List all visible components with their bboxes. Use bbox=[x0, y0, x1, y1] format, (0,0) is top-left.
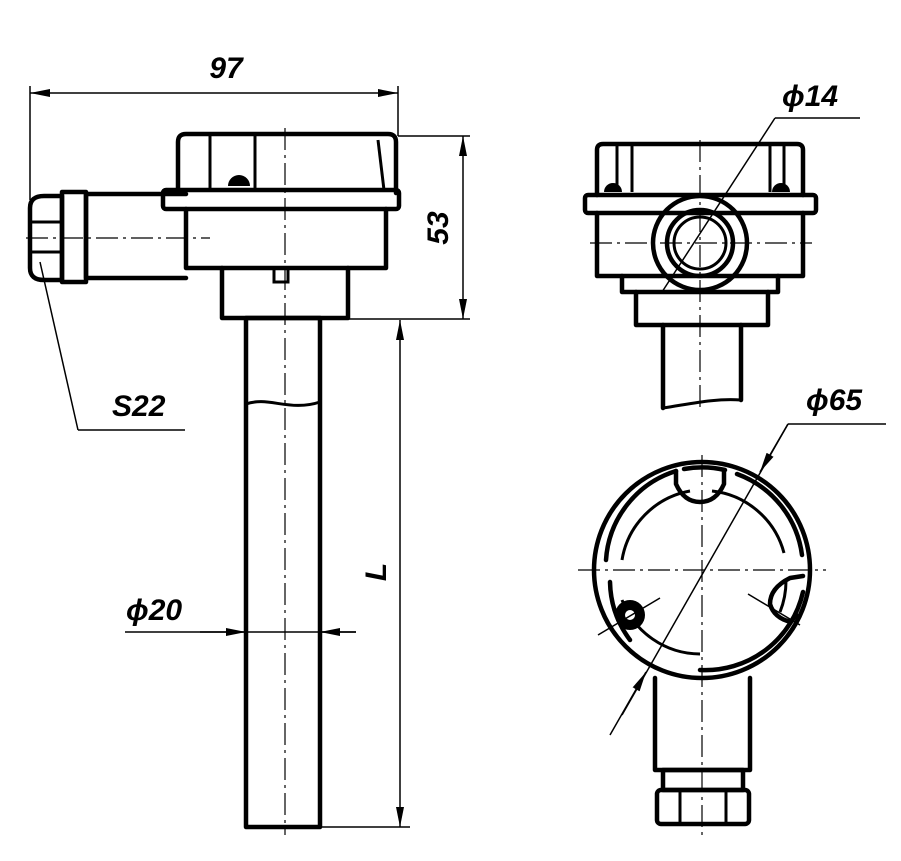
head-cover bbox=[175, 131, 399, 196]
head-body bbox=[183, 206, 389, 271]
front-tube bbox=[660, 322, 744, 411]
tube bbox=[243, 315, 323, 830]
notch-right bbox=[767, 573, 806, 625]
dim-phi65-line bbox=[621, 423, 789, 716]
dim-phi65-text: ϕ65 bbox=[806, 384, 863, 417]
dim-53-text: 53 bbox=[422, 211, 455, 245]
dim-s22-text: S22 bbox=[112, 390, 166, 423]
top-view bbox=[578, 455, 826, 840]
notch-axis bbox=[747, 593, 801, 626]
front-screw-left bbox=[604, 183, 622, 192]
gland-nut bbox=[59, 189, 89, 285]
dimensions: 97 53 L ϕ20 S22 ϕ14 ϕ65 bbox=[29, 52, 886, 828]
dim-phi14-text: ϕ14 bbox=[782, 80, 838, 113]
head-flange bbox=[160, 187, 402, 212]
head-inner-ring bbox=[620, 489, 788, 656]
dim-phi14-leader bbox=[661, 117, 776, 293]
front-tube-break bbox=[662, 398, 742, 410]
dim-97-text: 97 bbox=[209, 52, 244, 85]
screw-axis bbox=[597, 597, 661, 636]
dim-s22-leader bbox=[39, 261, 79, 431]
dim-phi65-arrow-top bbox=[759, 423, 789, 473]
tube-break-line bbox=[245, 400, 321, 407]
front-screw-right bbox=[772, 183, 790, 192]
top-view-gland bbox=[660, 767, 746, 793]
top-view-hex bbox=[654, 787, 752, 827]
neck-pin bbox=[272, 266, 290, 284]
front-view bbox=[582, 140, 819, 412]
head-inner-rim bbox=[603, 465, 806, 673]
side-view bbox=[26, 128, 402, 835]
cover-rib-far bbox=[376, 139, 386, 191]
dim-phi65-arrow bbox=[609, 671, 647, 736]
dim-l-text: L bbox=[360, 563, 393, 581]
dim-phi20-text: ϕ20 bbox=[126, 594, 182, 627]
front-neck bbox=[633, 289, 771, 328]
notch-top bbox=[673, 467, 727, 505]
cable-entry-body bbox=[83, 191, 189, 281]
cover-screw bbox=[228, 175, 250, 186]
